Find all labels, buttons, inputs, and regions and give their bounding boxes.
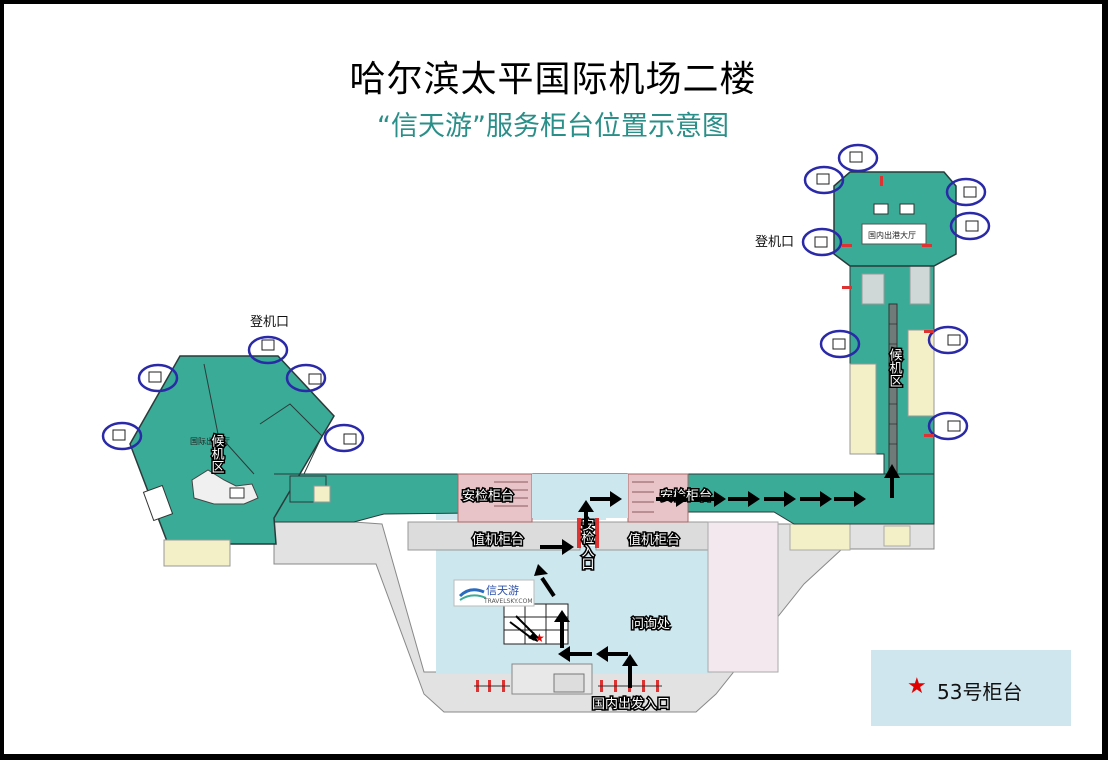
security-counter-label-left: 安检柜台 bbox=[462, 489, 514, 504]
gate-circle bbox=[101, 421, 143, 451]
gate-markers bbox=[101, 143, 991, 453]
gate-circle bbox=[945, 177, 987, 207]
departure-entrance-label: 国内出发入口 bbox=[592, 696, 670, 712]
gate-circle bbox=[137, 363, 179, 393]
map-subtitle: “信天游”服务柜台位置示意图 bbox=[377, 111, 729, 142]
travelsky-logo: 信天游 TRAVELSKY.COM bbox=[453, 579, 535, 607]
checkin-counter-label-right: 值机柜台 bbox=[628, 532, 680, 548]
security-counter-label-right: 安检柜台 bbox=[660, 489, 712, 504]
route-arrows bbox=[534, 464, 900, 688]
gate-circle bbox=[837, 143, 879, 173]
gate-circle bbox=[801, 227, 843, 257]
floor-plan: 登机口 登机口 国际出港厅 国内出港大厅 候机区 候机区 安检柜台 安检柜台 值… bbox=[101, 143, 991, 714]
logo-subtext: TRAVELSKY.COM bbox=[483, 598, 533, 605]
dom-hall-label: 国内出港大厅 bbox=[868, 230, 916, 240]
gate-boxes bbox=[112, 151, 979, 445]
gate-circle bbox=[927, 325, 969, 355]
checkin-counter-label-left: 值机柜台 bbox=[472, 532, 524, 548]
intl-hall-label: 国际出港厅 bbox=[190, 436, 230, 446]
gate-label-right: 登机口 bbox=[755, 235, 794, 250]
logo-text: 信天游 bbox=[486, 584, 519, 597]
gate-circle bbox=[927, 411, 969, 441]
gate-circle bbox=[285, 363, 327, 393]
gate-circle bbox=[949, 211, 991, 241]
map-canvas: 哈尔滨太平国际机场二楼 “信天游”服务柜台位置示意图 bbox=[4, 4, 1102, 754]
legend-label: 53号柜台 bbox=[937, 680, 1023, 704]
waiting-area-label-left: 候机区 bbox=[209, 434, 225, 473]
security-entrance-label: 安检入口 bbox=[579, 518, 595, 570]
waiting-area-label-right: 候机区 bbox=[887, 348, 903, 387]
map-title: 哈尔滨太平国际机场二楼 bbox=[349, 59, 757, 100]
gate-circle bbox=[323, 423, 365, 453]
star-marker: ★ bbox=[534, 631, 545, 645]
gate-label-left: 登机口 bbox=[250, 315, 289, 330]
map-legend: ★ 53号柜台 bbox=[871, 650, 1071, 726]
gate-circle bbox=[247, 335, 289, 365]
domestic-departure-hall bbox=[833, 171, 957, 267]
gate-circle bbox=[819, 329, 861, 359]
gate-circle bbox=[803, 165, 845, 195]
legend-star-icon: ★ bbox=[907, 674, 927, 699]
information-desk-label: 问询处 bbox=[631, 617, 670, 632]
